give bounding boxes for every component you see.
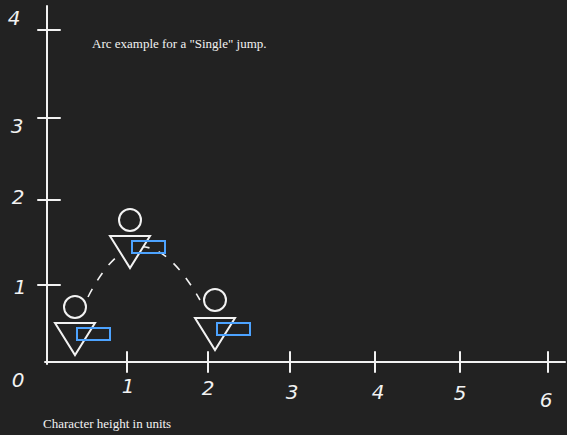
y-ticks <box>38 30 60 285</box>
diagram-title: Arc example for a "Single" jump. <box>92 36 267 52</box>
x-ticks <box>127 352 548 372</box>
axis-number: 3 <box>286 380 299 404</box>
axes <box>38 6 565 372</box>
axis-number: 1 <box>14 275 27 299</box>
character-start <box>55 296 110 355</box>
axis-number: 3 <box>11 114 24 138</box>
y-axis <box>46 6 48 364</box>
axis-number: 5 <box>454 381 467 405</box>
axis-number: 2 <box>12 185 25 209</box>
axis-number: 6 <box>540 388 553 412</box>
x-axis <box>45 361 565 363</box>
axis-number: 4 <box>8 6 21 30</box>
jump-arc <box>88 247 200 300</box>
axis-number: 1 <box>122 374 135 398</box>
character-land <box>195 289 250 350</box>
axis-number: 4 <box>372 380 385 404</box>
axis-number: 0 <box>12 368 25 392</box>
axis-number: 2 <box>202 376 215 400</box>
axis-caption: Character height in units <box>43 416 171 432</box>
character-peak <box>110 209 165 268</box>
